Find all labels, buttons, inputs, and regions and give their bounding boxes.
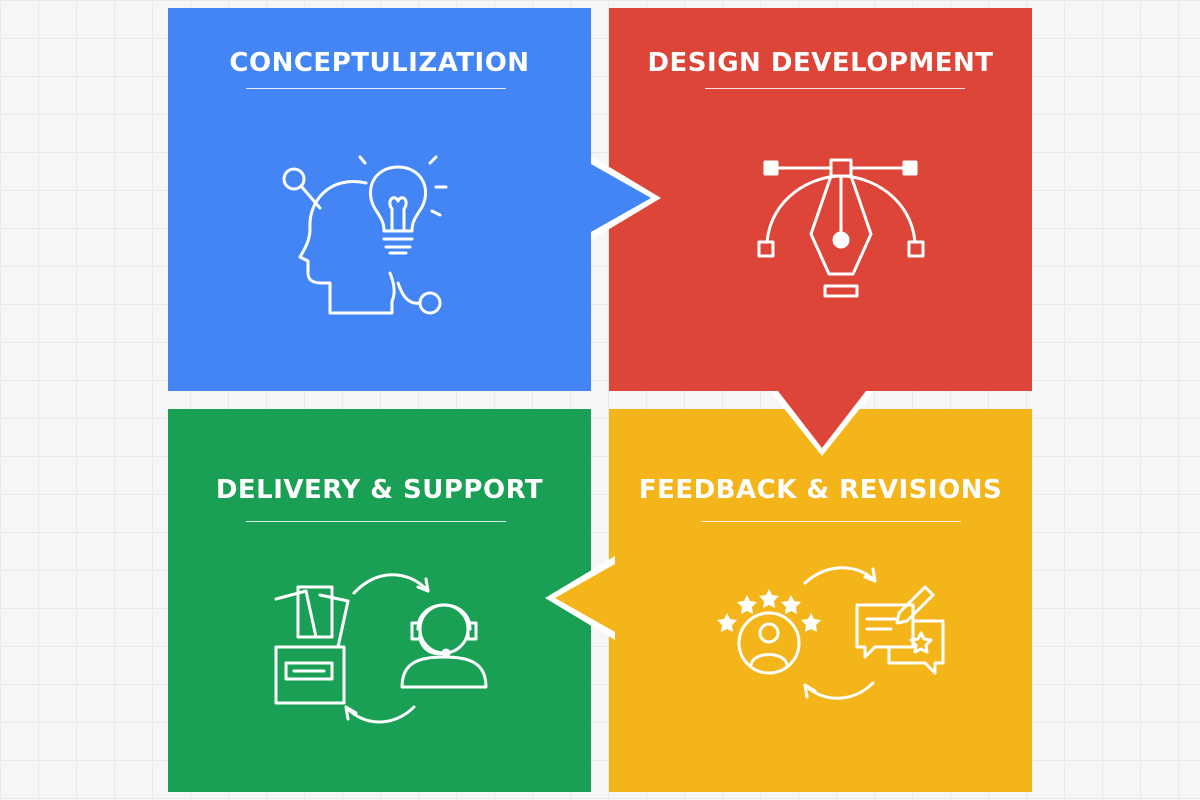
arrow-left-connector — [545, 556, 615, 640]
step-feedback-revisions: FEEDBACK & REVISIONS — [609, 409, 1032, 792]
title-divider — [705, 88, 965, 89]
title-divider — [246, 88, 506, 89]
title-divider — [701, 521, 961, 522]
step-conceptualization: CONCEPTULIZATION — [168, 8, 591, 391]
step-delivery-support: DELIVERY & SUPPORT — [168, 409, 591, 792]
pen-tool-bezier-icon — [751, 158, 931, 308]
step-title: CONCEPTULIZATION — [229, 48, 530, 78]
step-title: DELIVERY & SUPPORT — [215, 475, 544, 505]
step-design-development: DESIGN DEVELOPMENT — [609, 8, 1032, 391]
head-lightbulb-icon — [280, 153, 450, 323]
rating-review-icon — [717, 559, 957, 709]
step-title: FEEDBACK & REVISIONS — [638, 475, 1003, 505]
arrow-right-connector — [591, 156, 661, 240]
title-divider — [246, 521, 506, 522]
step-title: DESIGN DEVELOPMENT — [647, 48, 994, 78]
arrow-down-connector — [770, 391, 874, 456]
files-support-agent-icon — [268, 567, 498, 727]
